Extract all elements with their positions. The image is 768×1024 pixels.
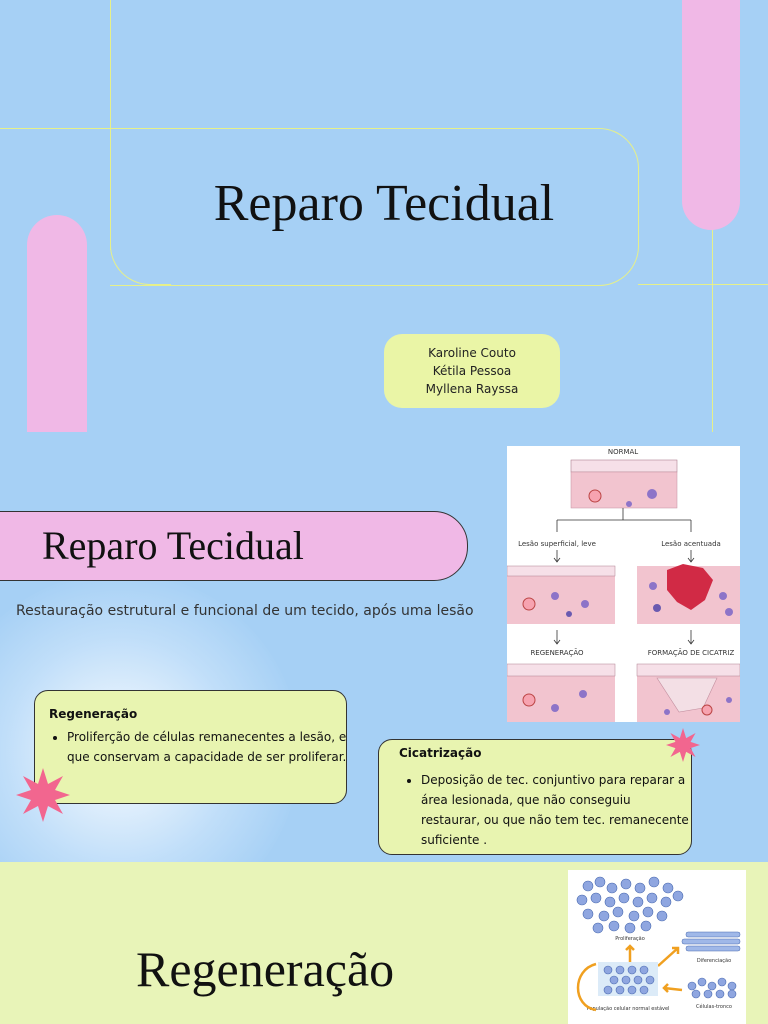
tissue-repair-figure: NORMAL Lesão superficial, leve Lesão ace… xyxy=(506,446,741,722)
cicatrizacao-card: Cicatrização Deposição de tec. conjuntiv… xyxy=(378,739,692,855)
stem-cell-figure: Proliferação Diferenciação População cel… xyxy=(568,870,746,1024)
label-regeneracao: REGENERAÇÃO xyxy=(530,648,584,657)
label-lesao-acentuada: Lesão acentuada xyxy=(661,540,721,548)
regeneracao-heading: Regeneração xyxy=(49,707,138,721)
decor-line-vertical xyxy=(110,0,111,250)
slide-subtitle: Restauração estrutural e funcional de um… xyxy=(16,603,474,619)
author-name: Kétila Pessoa xyxy=(432,364,512,378)
cover-title: Reparo Tecidual xyxy=(213,175,555,232)
label-proliferacao: Proliferação xyxy=(615,936,645,942)
decor-pill-right xyxy=(682,0,740,230)
label-celulas-tronco: Células-tronco xyxy=(696,1003,732,1010)
title-banner xyxy=(0,511,468,581)
authors-box: Karoline Couto Kétila Pessoa Myllena Ray… xyxy=(384,334,560,408)
decor-line-frame xyxy=(110,128,639,286)
decor-pill-left xyxy=(27,215,87,432)
label-normal: NORMAL xyxy=(608,448,638,456)
decor-line-left xyxy=(0,128,110,129)
author-name: Karoline Couto xyxy=(428,346,516,360)
stem-cell-diagram: Proliferação Diferenciação População cel… xyxy=(576,876,741,1012)
decor-line-right-top xyxy=(638,284,768,285)
cicatrizacao-heading: Cicatrização xyxy=(399,746,482,760)
star-shape-left xyxy=(16,768,70,822)
slide-title: Regeneração xyxy=(136,941,395,997)
regeneracao-bullet: Proliferção de células remanecentes a le… xyxy=(67,727,352,767)
regeneracao-card: Regeneração Proliferção de células reman… xyxy=(34,690,347,804)
decor-line-right-vertical xyxy=(712,160,713,432)
cicatrizacao-bullet: Deposição de tec. conjuntivo para repara… xyxy=(421,770,691,850)
label-formacao-cicatriz: FORMAÇÃO DE CICATRIZ xyxy=(648,648,735,657)
slide-title: Reparo Tecidual xyxy=(42,523,304,568)
label-diferenciacao: Diferenciação xyxy=(697,958,731,964)
label-populacao: População celular normal estável xyxy=(587,1005,670,1012)
slide-cover: Reparo Tecidual Karoline Couto Kétila Pe… xyxy=(0,0,768,432)
slide-regeneracao: Regeneração Proliferação Diferenciação xyxy=(0,862,768,1024)
tissue-repair-diagram: NORMAL Lesão superficial, leve Lesão ace… xyxy=(506,448,741,722)
slide-reparo: Reparo Tecidual Restauração estrutural e… xyxy=(0,432,768,862)
author-name: Myllena Rayssa xyxy=(425,382,519,396)
label-lesao-leve: Lesão superficial, leve xyxy=(518,540,596,548)
star-shape-right xyxy=(666,728,700,762)
